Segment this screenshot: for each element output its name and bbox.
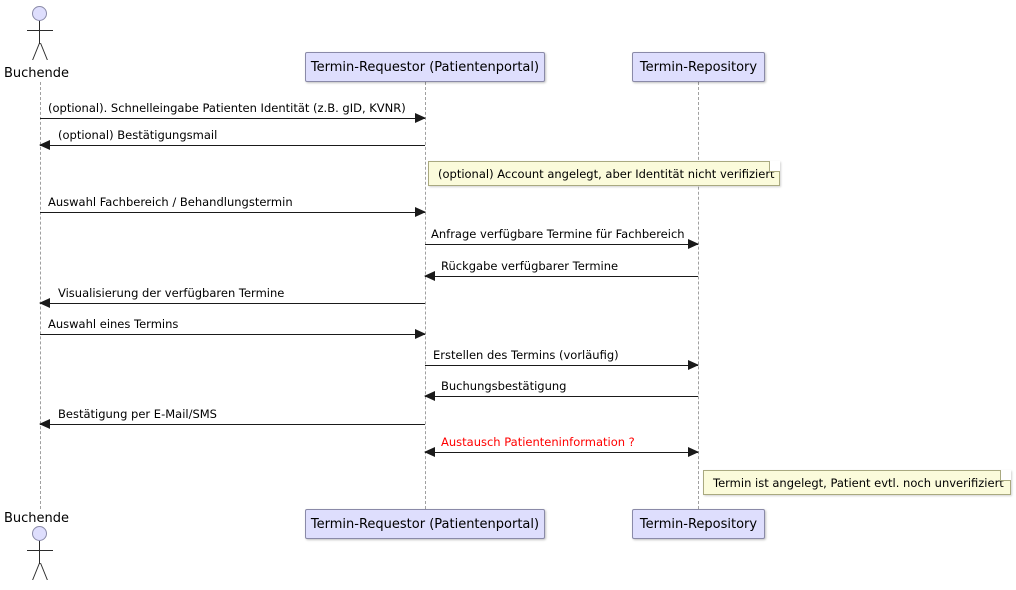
message-5-line — [425, 276, 698, 277]
message-2-line — [40, 145, 425, 146]
message-7-arrowhead — [415, 329, 426, 339]
message-2-arrowhead — [39, 140, 50, 150]
lifeline-actor — [40, 82, 41, 509]
message-8-line — [425, 365, 698, 366]
message-5-arrowhead — [424, 271, 435, 281]
message-7-label: Auswahl eines Termins — [48, 317, 179, 331]
message-9-line — [425, 396, 698, 397]
message-11-label: Austausch Patienteninformation ? — [441, 435, 635, 449]
participant-termin-repository-top[interactable]: Termin-Repository — [632, 52, 765, 82]
participant-termin-repository-bottom[interactable]: Termin-Repository — [632, 509, 765, 539]
message-4-arrowhead — [688, 239, 699, 249]
message-6-line — [40, 303, 425, 304]
message-10-label: Bestätigung per E-Mail/SMS — [58, 407, 217, 421]
lifeline-repository — [698, 82, 699, 509]
lifeline-requestor — [425, 82, 426, 509]
actor-label-buchende-bottom: Buchende — [4, 511, 70, 526]
message-11-arrowhead-left — [424, 447, 435, 457]
note-account-unverified: (optional) Account angelegt, aber Identi… — [428, 161, 780, 186]
actor-buchende-top[interactable] — [20, 6, 60, 62]
note-fold-corner-icon — [769, 161, 780, 172]
note-termin-unverified-text: Termin ist angelegt, Patient evtl. noch … — [713, 475, 1004, 490]
message-9-label: Buchungsbestätigung — [441, 379, 567, 393]
message-4-label: Anfrage verfügbare Termine für Fachberei… — [431, 227, 685, 241]
message-8-arrowhead — [688, 360, 699, 370]
message-3-line — [40, 212, 425, 213]
message-1-line — [40, 118, 425, 119]
message-11-line — [425, 452, 698, 453]
actor-head-icon — [32, 6, 47, 21]
actor-body-icon-bottom — [39, 541, 40, 564]
message-1-label: (optional). Schnelleingabe Patienten Ide… — [48, 101, 406, 115]
message-6-arrowhead — [39, 298, 50, 308]
actor-label-buchende-top: Buchende — [4, 66, 70, 81]
actor-arms-icon-bottom — [27, 550, 53, 551]
participant-termin-requestor-bottom[interactable]: Termin-Requestor (Patientenportal) — [305, 509, 545, 539]
message-10-line — [40, 424, 425, 425]
message-11-arrowhead-right — [688, 447, 699, 457]
message-8-label: Erstellen des Termins (vorläufig) — [433, 348, 619, 362]
note-fold-corner-icon-2 — [1000, 470, 1011, 481]
participant-termin-requestor-top[interactable]: Termin-Requestor (Patientenportal) — [305, 52, 545, 82]
message-4-line — [425, 244, 698, 245]
actor-head-icon-bottom — [32, 526, 47, 541]
message-5-label: Rückgabe verfügbarer Termine — [441, 259, 619, 273]
message-2-label: (optional) Bestätigungsmail — [58, 128, 218, 142]
message-6-label: Visualisierung der verfügbaren Termine — [58, 286, 285, 300]
actor-buchende-bottom[interactable] — [20, 526, 60, 582]
actor-body-icon — [39, 21, 40, 44]
message-10-arrowhead — [39, 419, 50, 429]
message-3-arrowhead — [415, 207, 426, 217]
message-1-arrowhead — [415, 113, 426, 123]
note-account-unverified-text: (optional) Account angelegt, aber Identi… — [438, 166, 775, 181]
message-3-label: Auswahl Fachbereich / Behandlungstermin — [48, 195, 293, 209]
message-7-line — [40, 334, 425, 335]
actor-arms-icon — [27, 30, 53, 31]
message-9-arrowhead — [424, 391, 435, 401]
note-termin-unverified: Termin ist angelegt, Patient evtl. noch … — [703, 470, 1011, 495]
